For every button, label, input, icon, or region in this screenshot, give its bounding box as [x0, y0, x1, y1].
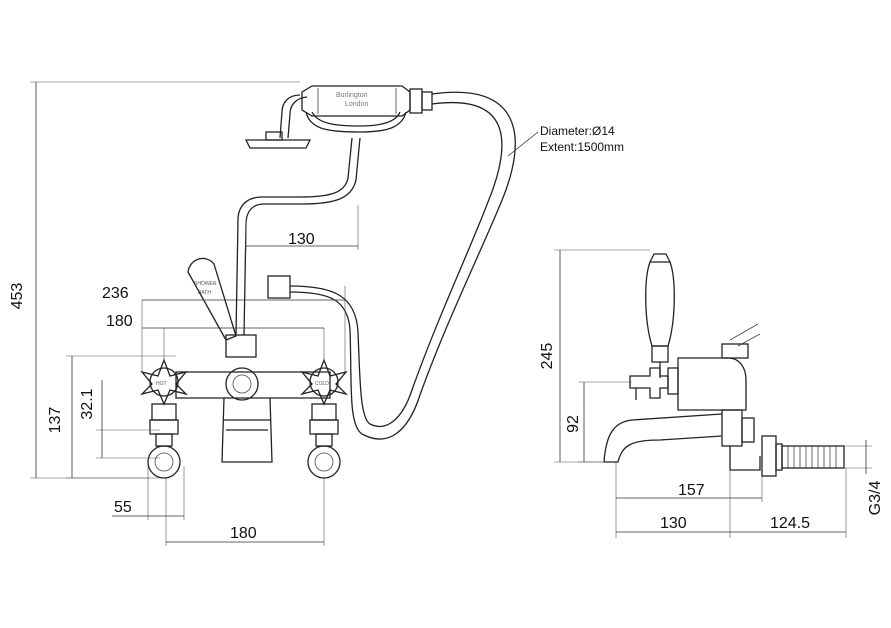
lever-label-bath: BATH — [198, 290, 211, 296]
dim-g3-4: G3/4 — [867, 481, 884, 516]
dim-130-handset: 130 — [288, 231, 315, 248]
dim-180-bottom: 180 — [230, 525, 257, 542]
diverter-lever: SHOWER BATH — [187, 257, 257, 358]
hose-connector — [267, 275, 291, 299]
cold-handle: COLD — [299, 358, 349, 479]
hot-label: HOT — [156, 381, 167, 387]
side-dimensions: 245 92 157 130 124.5 G3/4 — [539, 249, 884, 538]
hose-extent: Extent:1500mm — [540, 140, 624, 154]
brand-text: Burlington — [336, 92, 368, 99]
mixer-body — [175, 367, 331, 463]
lever-label-shower: SHOWER — [194, 281, 217, 287]
side-inlet — [729, 435, 845, 477]
side-lever — [645, 253, 675, 378]
dim-245: 245 — [539, 343, 556, 370]
dim-92: 92 — [565, 415, 582, 433]
dim-180-top: 180 — [106, 313, 133, 330]
side-view: 245 92 157 130 124.5 G3/4 — [539, 249, 884, 538]
hose-diameter: Diameter:Ø14 — [540, 124, 615, 138]
dim-130-side: 130 — [660, 515, 687, 532]
dim-32-1: 32.1 — [79, 388, 96, 419]
dim-137: 137 — [47, 407, 64, 434]
dim-453: 453 — [9, 283, 26, 310]
brand-sub-text: London — [345, 101, 368, 108]
dim-236: 236 — [102, 285, 129, 302]
hot-handle: HOT — [139, 358, 189, 479]
handset-cradle — [235, 137, 361, 336]
shower-handset: Burlington London — [244, 85, 433, 149]
dim-124-5: 124.5 — [770, 515, 810, 532]
shower-hose — [289, 91, 516, 440]
cold-label: COLD — [315, 381, 329, 387]
hose-callout: Diameter:Ø14 Extent:1500mm — [507, 124, 624, 157]
side-spout — [603, 409, 755, 463]
front-dimensions: 453 137 32.1 236 180 130 55 — [9, 81, 359, 546]
side-body — [629, 323, 761, 411]
dim-157: 157 — [678, 482, 705, 499]
dim-55: 55 — [114, 499, 132, 516]
front-view: Burlington London SHOWER BATH — [9, 81, 624, 546]
